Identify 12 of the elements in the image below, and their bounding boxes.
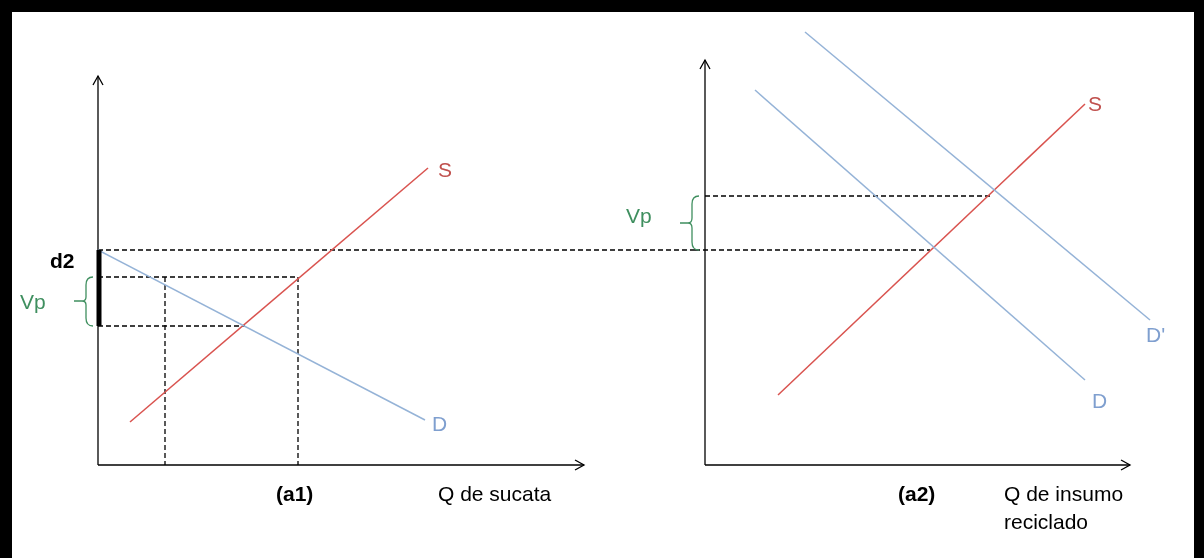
axis-label: Q de insumo reciclado: [1004, 481, 1125, 535]
supply-curve-label: S: [1088, 91, 1102, 117]
value-label: Vp: [626, 203, 652, 229]
supply-curve-label: S: [438, 157, 452, 183]
panel-label: (a1): [276, 481, 314, 507]
demand-curve-label: D: [432, 411, 448, 437]
demand-curve-label: D': [1146, 322, 1166, 348]
panel-label: (a2): [898, 481, 936, 507]
axis-label: Q de sucata: [438, 481, 552, 507]
price-label: d2: [50, 248, 75, 274]
value-label: Vp: [20, 289, 46, 315]
demand-curve-label: D: [1092, 388, 1108, 414]
